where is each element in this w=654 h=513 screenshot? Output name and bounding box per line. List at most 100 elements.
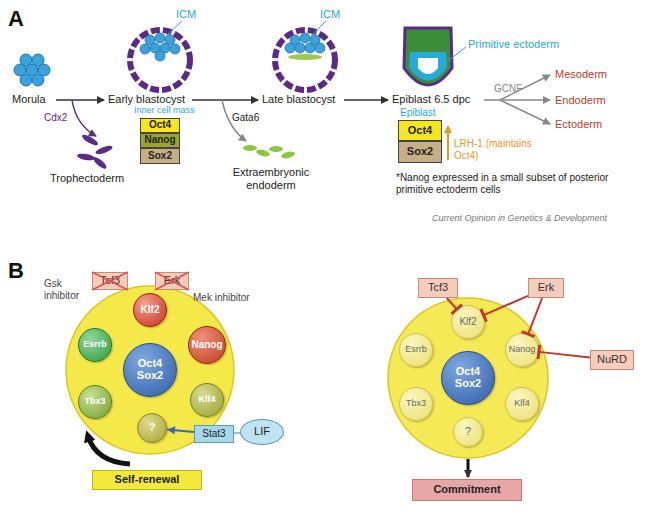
- node-text: Self-renewal: [115, 474, 180, 486]
- node-text: Tbx3: [84, 397, 105, 406]
- pluripotency-network-circle: [66, 286, 548, 458]
- node-text: Stat3: [202, 429, 225, 440]
- node-text: NuRD: [597, 354, 627, 366]
- inhibition-bar: [481, 309, 487, 322]
- connector: [167, 426, 194, 434]
- factor-label: Cdx2: [44, 112, 67, 124]
- early-blastocyst: [170, 44, 180, 54]
- factor-box: Sox2: [398, 141, 442, 163]
- signal-box: Tcf3: [92, 272, 128, 290]
- factor-circle: Esrrb: [78, 328, 112, 362]
- morula-cells: [20, 74, 32, 86]
- inhibitor-cross: [92, 272, 189, 290]
- inhibitor-cross: [155, 272, 189, 290]
- node-text: Tbx3: [406, 399, 426, 408]
- trophectoderm-cells: [77, 152, 96, 161]
- factor-label: Gata6: [232, 112, 259, 124]
- trophectoderm-cells: [81, 133, 100, 147]
- node-text: Commitment: [433, 484, 500, 496]
- self-renewal-arrow: [88, 436, 130, 464]
- inhibitor-cross: [92, 272, 128, 290]
- late-blastocyst: [285, 33, 325, 53]
- inhibitor-cross: [155, 272, 189, 290]
- commitment-arrow: [467, 459, 470, 477]
- late-blastocyst: [275, 21, 335, 90]
- lineage-arrows: [192, 99, 258, 101]
- node-text: ?: [149, 422, 156, 434]
- self-renewal-arrow: [88, 436, 130, 464]
- connector: [234, 432, 240, 433]
- lineage-label: Trophectoderm: [50, 172, 124, 185]
- factor-box: Sox2: [140, 148, 180, 164]
- factor-circle: Esrrb: [399, 333, 433, 367]
- node-text: Oct4: [149, 120, 171, 131]
- inhibition-bar: [452, 305, 462, 314]
- morula-cells: [32, 74, 44, 86]
- node-text: Oct4: [408, 125, 432, 137]
- extraembryonic-cells: [243, 145, 257, 151]
- connector: [538, 345, 590, 359]
- early-blastocyst: [130, 21, 190, 90]
- lineage-arrows: [56, 99, 104, 101]
- node-text: ?: [465, 426, 471, 438]
- factor-circle: Klf4: [190, 383, 224, 417]
- factor-circle: Tbx3: [78, 385, 112, 419]
- early-blastocyst: [166, 21, 182, 36]
- lineage-arrows: [56, 75, 550, 160]
- lineage-label: Endoderm: [555, 94, 606, 107]
- late-blastocyst: [305, 43, 315, 53]
- node-text: Erk: [538, 282, 555, 294]
- core-factor-circle: Oct4 Sox2: [441, 351, 495, 405]
- outcome-box: Self-renewal: [92, 470, 202, 490]
- epiblast-egg-cylinder: [418, 58, 438, 74]
- lineage-arrows: [344, 99, 388, 101]
- inhibitor-cross: [92, 272, 128, 290]
- node-text: Klf2: [459, 317, 476, 328]
- node-text: Klf2: [141, 305, 160, 316]
- factor-circle: Klf4: [505, 387, 539, 421]
- inhibitor-label: Gsk inhibitor: [44, 278, 90, 301]
- connector-line: [539, 352, 590, 358]
- extraembryonic-cells: [243, 145, 296, 160]
- connector: [522, 298, 543, 337]
- node-text: Klf4: [514, 399, 530, 408]
- node-text: Tcf3: [100, 275, 120, 287]
- node-text: Sox2: [407, 146, 433, 158]
- footnote: *Nanog expressed in a small subset of po…: [396, 172, 636, 195]
- callout-label: ICM: [320, 8, 340, 21]
- outcome-box: Commitment: [412, 479, 522, 501]
- arrow-head: [167, 426, 175, 434]
- signal-box: Stat3: [194, 425, 234, 443]
- inhibition-bar: [522, 332, 535, 337]
- factor-circle: Nanog: [505, 333, 539, 367]
- connector-line: [447, 298, 457, 309]
- factor-circle: Klf2: [451, 305, 485, 339]
- panel-letter: B: [8, 258, 24, 283]
- lineage-label: Mesoderm: [555, 68, 607, 81]
- lineage-arrows: [500, 99, 550, 101]
- late-blastocyst: [295, 43, 305, 53]
- factor-label: GCNF: [494, 83, 522, 95]
- factor-circle: ?: [453, 417, 483, 447]
- node-text: Klf4: [198, 395, 215, 404]
- core-factor-circle: Oct4 Sox2: [123, 343, 177, 397]
- morula-cells: [14, 54, 50, 86]
- connector: [481, 296, 528, 322]
- extraembryonic-cells: [255, 148, 270, 157]
- late-blastocyst: [275, 30, 335, 90]
- late-blastocyst: [288, 54, 322, 60]
- ligand-ellipse: LIF: [240, 419, 284, 445]
- connector-line: [234, 432, 240, 433]
- signal-box: Erk: [155, 272, 189, 290]
- pluripotency-network-circle: [66, 286, 234, 454]
- early-blastocyst: [155, 33, 165, 43]
- stage-label: Late blastocyst: [262, 93, 335, 106]
- callout-label: Primitive ectoderm: [468, 38, 559, 51]
- node-text: LIF: [254, 426, 270, 438]
- lineage-label: Extraembryonic endoderm: [226, 166, 316, 191]
- factor-circle: Klf2: [133, 293, 167, 327]
- node-text: Tcf3: [428, 282, 448, 294]
- node-text: Nanog: [144, 135, 175, 146]
- node-text: Esrrb: [405, 345, 427, 354]
